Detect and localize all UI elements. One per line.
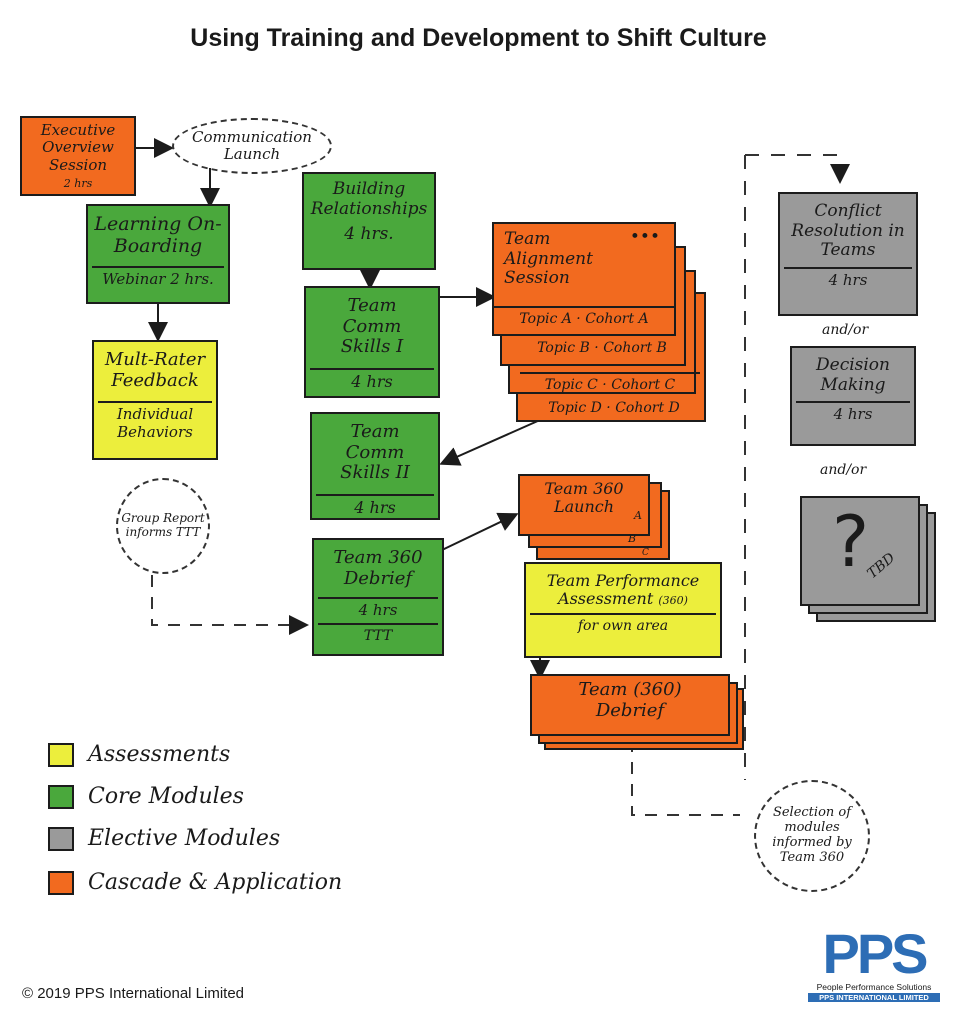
team-alignment-box: ••• Team Alignment Session [492, 222, 676, 336]
legend-swatch-elective [48, 826, 74, 851]
tbd-module-box: ? TBD [800, 496, 920, 606]
executive-overview-box: Executive Overview Session 2 hrs [20, 116, 136, 196]
pps-logo-line1: People Performance Solutions [816, 982, 932, 992]
team-comm-skills-2-title: Team Comm Skills II [340, 421, 410, 484]
learning-onboarding-box: Learning On-Boarding Webinar 2 hrs. [86, 204, 230, 304]
team-comm-skills-2-duration: 4 hrs [316, 494, 434, 520]
team-performance-assessment-box: Team Performance Assessment (360) for ow… [524, 562, 722, 658]
learning-onboarding-title: Learning On-Boarding [94, 213, 222, 257]
decision-making-title: Decision Making [816, 355, 890, 395]
team-alignment-title: Team Alignment Session [504, 229, 593, 289]
alignment-topic-b: Topic B · Cohort B [537, 340, 667, 356]
pps-logo-letters: PPS [822, 922, 928, 985]
learning-onboarding-sub: Webinar 2 hrs. [92, 265, 224, 291]
launch-cohort-b: B [628, 532, 637, 545]
executive-overview-duration: 2 hrs [63, 176, 93, 190]
decision-making-box: Decision Making 4 hrs [790, 346, 916, 446]
team-360-launch-title: Team 360 Launch [544, 479, 624, 517]
andor-label-2: and/or [820, 462, 867, 478]
team-performance-title: Team Performance Assessment (360) [530, 568, 716, 613]
pps-logo-line2: PPS INTERNATIONAL LIMITED [808, 993, 940, 1002]
launch-cohort-c: C [642, 548, 649, 558]
alignment-topic-d: Topic D · Cohort D [548, 400, 680, 416]
legend-core-modules: Core Modules [48, 784, 244, 809]
conflict-resolution-title: Conflict Resolution in Teams [791, 201, 905, 261]
alignment-topic-a: Topic A · Cohort A [494, 306, 674, 327]
executive-overview-title: Executive Overview Session [40, 121, 116, 174]
legend-swatch-core [48, 784, 74, 809]
copyright-notice: © 2019 PPS International Limited [22, 985, 245, 1002]
legend-label-cascade: Cascade & Application [88, 870, 343, 895]
dashed-selection-link [631, 740, 740, 816]
team-360-debrief-title: Team 360 Debrief [333, 547, 423, 589]
diagram-title: Using Training and Development to Shift … [190, 24, 767, 52]
arrow-alignment-to-comm2 [439, 419, 541, 466]
conflict-resolution-duration: 4 hrs [784, 266, 912, 292]
dashed-group-to-debrief [151, 575, 309, 635]
building-relationships-title: Building Relationships [310, 179, 428, 219]
team-360-debrief-duration: 4 hrs [318, 597, 438, 622]
legend-swatch-assessments [48, 742, 74, 767]
team-comm-skills-1-title: Team Comm Skills I [340, 295, 404, 358]
dashed-elective-bracket [744, 154, 840, 780]
legend-label-elective: Elective Modules [88, 826, 281, 851]
team-360-debrief-box: Team 360 Debrief 4 hrs TTT [312, 538, 444, 656]
team-360-debrief-ttt: TTT [318, 622, 438, 647]
multi-rater-feedback-box: Mult-Rater Feedback Individual Behaviors [92, 340, 218, 460]
question-mark-icon: ? [832, 501, 870, 583]
building-relationships-duration: 4 hrs. [344, 224, 394, 245]
group-report-bubble: Group Report informs TTT [116, 478, 210, 574]
team-performance-tag: (360) [658, 594, 688, 608]
decision-making-duration: 4 hrs [796, 401, 910, 426]
pps-logo: PPS People Performance Solutions PPS INT… [808, 926, 940, 1002]
conflict-resolution-box: Conflict Resolution in Teams 4 hrs [778, 192, 918, 316]
multi-rater-sub: Individual Behaviors [98, 401, 212, 444]
legend-assessments: Assessments [48, 742, 230, 767]
building-relationships-box: Building Relationships 4 hrs. [302, 172, 436, 270]
arrow-debrief-to-launch360 [441, 512, 519, 551]
team-performance-title-text: Team Performance Assessment [546, 571, 700, 609]
tbd-label: TBD [864, 549, 899, 583]
team-performance-sub: for own area [530, 612, 716, 637]
legend-elective-modules: Elective Modules [48, 826, 280, 851]
communication-launch-bubble: Communication Launch [172, 118, 332, 174]
legend-swatch-cascade [48, 870, 74, 895]
alignment-dots: ••• [629, 227, 660, 247]
selection-modules-bubble: Selection of modules informed by Team 36… [754, 780, 870, 892]
team-comm-skills-2-box: Team Comm Skills II 4 hrs [310, 412, 440, 520]
legend-label-core: Core Modules [88, 784, 244, 809]
legend-label-assessments: Assessments [88, 742, 231, 767]
team-comm-skills-1-duration: 4 hrs [310, 368, 434, 394]
team-360-debrief-cascade-title: Team (360) Debrief [578, 679, 682, 721]
alignment-topic-c: Topic C · Cohort C [520, 372, 700, 393]
launch-cohort-a: A [634, 509, 642, 522]
andor-label-1: and/or [822, 322, 869, 338]
team-comm-skills-1-box: Team Comm Skills I 4 hrs [304, 286, 440, 398]
legend-cascade: Cascade & Application [48, 870, 342, 895]
team-360-launch-box: Team 360 Launch A [518, 474, 650, 536]
team-360-debrief-cascade-box: Team (360) Debrief [530, 674, 730, 736]
multi-rater-title: Mult-Rater Feedback [104, 349, 206, 391]
